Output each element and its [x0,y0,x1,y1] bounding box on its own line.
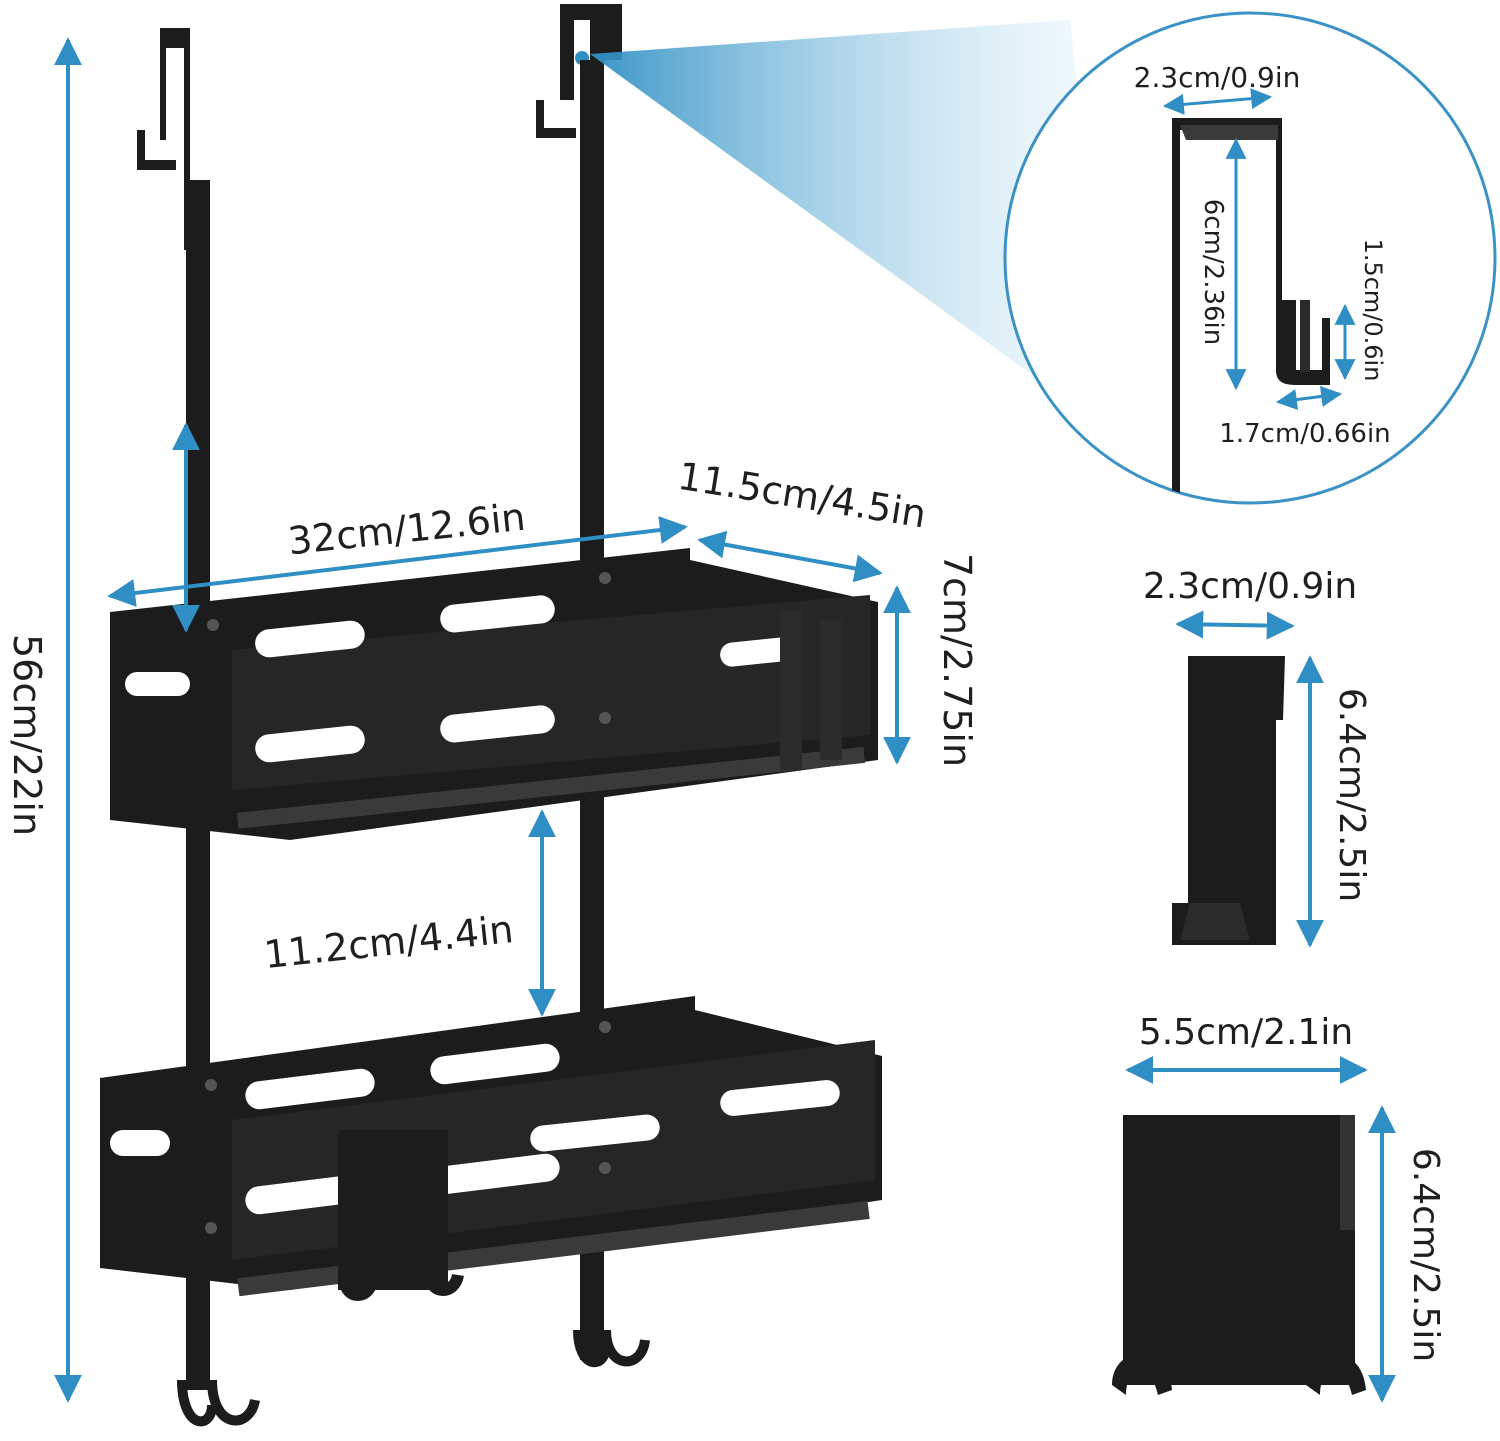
shelf-depth-label: 11.5cm/4.5in [675,454,929,537]
left-hook-tip [137,130,176,170]
lower-basket [100,996,882,1301]
side-hook-width-arrow [1175,610,1295,640]
double-hook-left-prong [1112,1353,1172,1395]
shelf-height-label: 7cm/2.75in [935,553,979,767]
callout-circle [1003,11,1497,505]
side-hook-body [1172,656,1285,945]
double-hook-width-label: 5.5cm/2.1in [1139,1012,1353,1053]
shelf-width-label: 32cm/12.6in [286,495,528,564]
callout-beam [590,20,1115,435]
side-hook-width-label: 2.3cm/0.9in [1143,566,1357,607]
bottom-left-hook-b [207,1379,260,1426]
double-hook-right-prong [1306,1353,1366,1395]
detail-inner-height-label: 6cm/2.36in [1198,199,1228,346]
detail-hook-height-label: 1.5cm/0.6in [1359,239,1387,382]
main-dimension-lines [54,37,911,1403]
double-hook-height-label: 6.4cm/2.5in [1405,1148,1446,1362]
bottom-left-hook-a [177,1379,217,1427]
double-wall-hook: 5.5cm/2.1in 6.4cm/2.5in [1112,1012,1446,1403]
single-side-hook: 2.3cm/0.9in 6.4cm/2.5in [1143,566,1372,948]
detail-top-width-label: 2.3cm/0.9in [1134,61,1301,94]
left-hook-bracket [160,28,190,250]
shelf-width-arrow [107,516,688,607]
double-hook-plate [1123,1115,1355,1385]
detail-hook-width-label: 1.7cm/0.66in [1219,419,1390,449]
right-hook-tip [536,100,576,138]
right-hook-bracket [560,4,622,100]
detail-hook-width-arrow [1275,386,1343,410]
shelf-depth-arrow [697,530,883,583]
side-hook-height-label: 6.4cm/2.5in [1331,688,1372,902]
detail-top-width-arrow [1162,88,1273,115]
detail-hook-tip [1276,300,1330,385]
hook-detail-callout: 2.3cm/0.9in 6cm/2.36in 1.5cm/0.6in 1.7cm… [590,11,1497,505]
shower-caddy-rack [100,4,882,1427]
shelf-gap-label: 11.2cm/4.4in [262,907,516,977]
bottom-right-hook-a [573,1329,611,1368]
upper-basket [110,548,878,840]
bottom-right-hook-b [601,1329,650,1367]
total-height-label: 56cm/22in [5,634,49,836]
